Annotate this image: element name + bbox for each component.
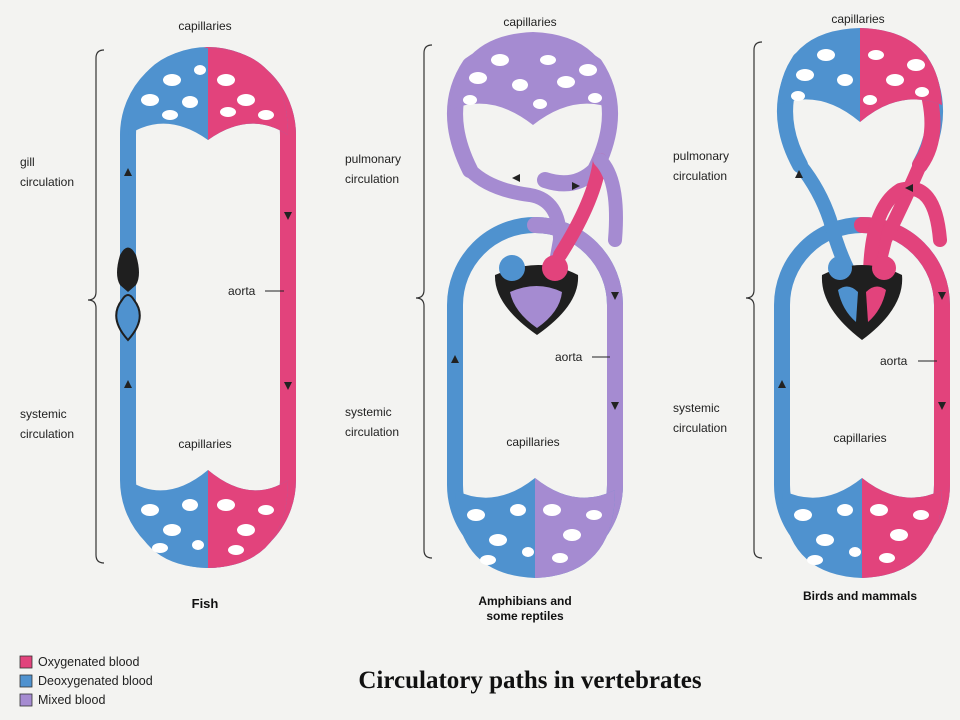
bird-bottom-capillaries-label: capillaries bbox=[833, 431, 886, 445]
bird-arrow-up bbox=[778, 380, 786, 388]
bird-arrow-down-2 bbox=[938, 402, 946, 410]
amphibian-pulmonary-capillary-bed bbox=[450, 32, 616, 125]
amphibian-aorta-label: aorta bbox=[555, 350, 583, 364]
amphibian-left-atrium bbox=[542, 255, 568, 281]
fish-gill-label-1: gill bbox=[20, 155, 35, 169]
figure-title: Circulatory paths in vertebrates bbox=[358, 667, 702, 694]
fish-gill-capillary-oxygenated bbox=[208, 48, 288, 140]
amphibian-right-atrium bbox=[499, 255, 525, 281]
bird-arrow-pulm bbox=[795, 170, 803, 178]
legend-label-deoxygenated: Deoxygenated blood bbox=[38, 674, 153, 688]
bird-aorta-label: aorta bbox=[880, 354, 908, 368]
fish-top-capillaries-label: capillaries bbox=[178, 19, 231, 33]
bird-arrow-down-1 bbox=[938, 292, 946, 300]
legend-swatch-mixed bbox=[19, 693, 33, 707]
amphibian-caption-1: Amphibians and bbox=[478, 594, 571, 608]
fish-systemic-label-1: systemic bbox=[20, 407, 67, 421]
amphibian-top-capillaries-label: capillaries bbox=[503, 15, 556, 29]
amphibian-caption-2: some reptiles bbox=[486, 609, 564, 623]
amphibian-bracket bbox=[415, 44, 433, 559]
fish-heart-ventricle bbox=[115, 294, 141, 342]
amphibian-systemic-label-1: systemic bbox=[345, 405, 392, 419]
fish-caption: Fish bbox=[192, 596, 219, 611]
amphibian-systemic-capillary-mixed bbox=[535, 478, 615, 578]
bird-right-atrium bbox=[828, 256, 852, 280]
legend-label-mixed: Mixed blood bbox=[38, 693, 105, 707]
fish-arrow-down-2 bbox=[284, 382, 292, 390]
amphibian-arrow-pulm bbox=[512, 174, 520, 182]
bird-left-ventricle bbox=[866, 286, 886, 322]
legend-label-oxygenated: Oxygenated blood bbox=[38, 655, 140, 669]
bird-aortic-arch bbox=[862, 181, 947, 297]
fish-heart-atrium bbox=[117, 247, 139, 292]
legend: Oxygenated blood Deoxygenated blood Mixe… bbox=[19, 655, 153, 707]
fish-arrow-up-1 bbox=[124, 168, 132, 176]
amphibian-arrow-down-1 bbox=[611, 292, 619, 300]
amphibian-arrow-down-2 bbox=[611, 402, 619, 410]
bird-arrow-pulm-2 bbox=[905, 184, 913, 192]
bird-diagram: capillaries capillaries pulmonary circul… bbox=[673, 12, 950, 603]
bird-left-atrium bbox=[872, 256, 896, 280]
fish-arrow-up-2 bbox=[124, 380, 132, 388]
amphibian-arrow-up bbox=[451, 355, 459, 363]
bird-systemic-capillary-oxygenated bbox=[862, 478, 942, 578]
amphibian-pulmonary-artery bbox=[463, 163, 567, 275]
bird-systemic-label-1: systemic bbox=[673, 401, 720, 415]
amphibian-ventricle bbox=[510, 286, 562, 328]
bird-systemic-label-2: circulation bbox=[673, 421, 727, 435]
fish-systemic-label-2: circulation bbox=[20, 427, 74, 441]
fish-aorta-label: aorta bbox=[228, 284, 256, 298]
bird-top-capillaries-label: capillaries bbox=[831, 12, 884, 26]
fish-gill-label-2: circulation bbox=[20, 175, 74, 189]
bird-pulmonary-label-1: pulmonary bbox=[673, 149, 729, 163]
amphibian-pulmonary-label-1: pulmonary bbox=[345, 152, 401, 166]
amphibian-aortic-arch bbox=[593, 153, 623, 247]
amphibian-bottom-capillaries-label: capillaries bbox=[506, 435, 559, 449]
legend-swatch-oxygenated bbox=[19, 655, 33, 669]
bird-pulmonary-label-2: circulation bbox=[673, 169, 727, 183]
fish-diagram: capillaries capillaries gill circulation… bbox=[20, 19, 296, 611]
amphibian-systemic-label-2: circulation bbox=[345, 425, 399, 439]
fish-arrow-down-1 bbox=[284, 212, 292, 220]
bird-heart bbox=[821, 265, 903, 340]
bird-right-ventricle bbox=[838, 286, 858, 322]
amphibian-arrow-pulm-2 bbox=[572, 182, 580, 190]
bird-bracket bbox=[745, 41, 763, 559]
bird-caption: Birds and mammals bbox=[803, 589, 917, 603]
fish-systemic-capillary-oxygenated bbox=[208, 470, 288, 568]
amphibian-pulmonary-label-2: circulation bbox=[345, 172, 399, 186]
fish-bottom-capillaries-label: capillaries bbox=[178, 437, 231, 451]
legend-swatch-deoxygenated bbox=[19, 674, 33, 688]
fish-bracket bbox=[87, 49, 105, 564]
bird-pulmonary-vein bbox=[871, 158, 927, 275]
amphibian-diagram: capillaries capillaries pulmonary circul… bbox=[345, 15, 623, 623]
